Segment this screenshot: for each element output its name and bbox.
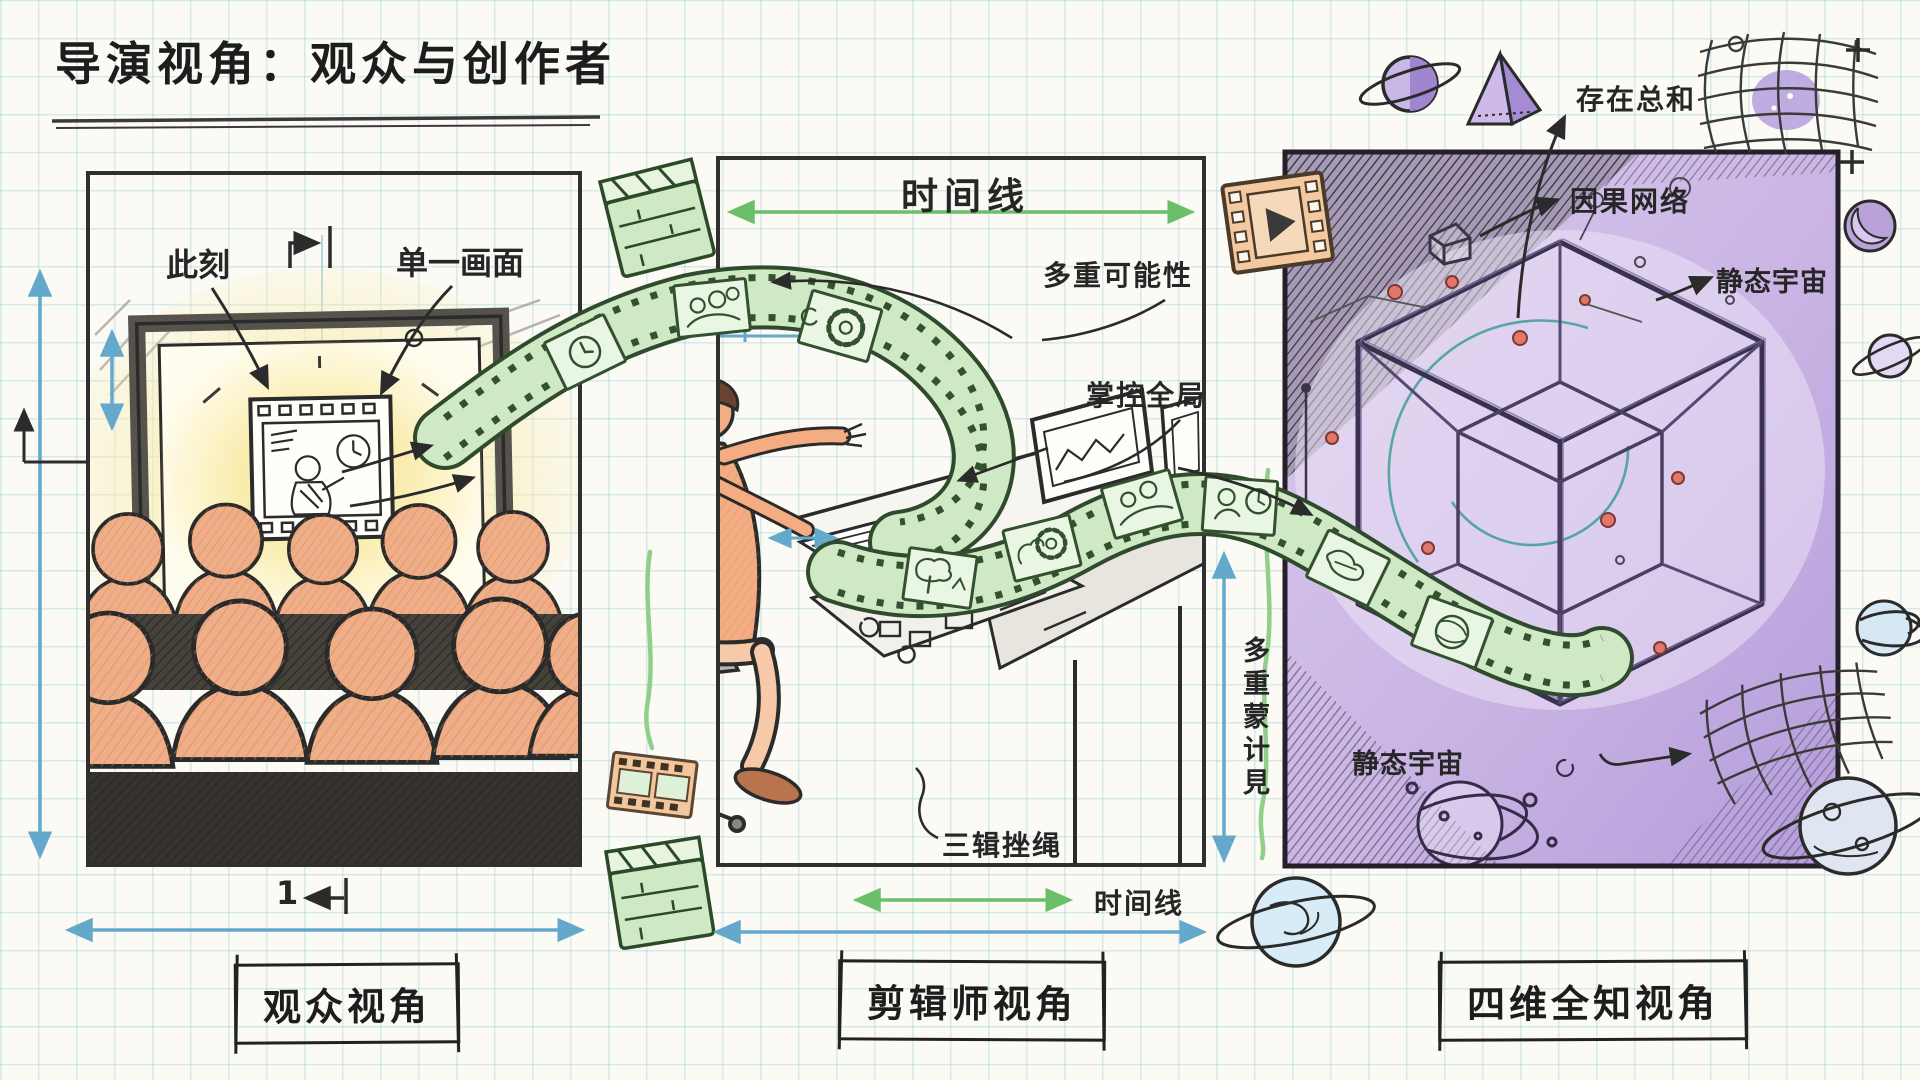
label-static-right: 静态宇宙: [1716, 267, 1828, 298]
planet-icon: [1761, 776, 1920, 876]
label-console: 三辑挫绳: [942, 829, 1063, 862]
label-now: 此刻: [166, 246, 231, 284]
frame-number: 1: [276, 874, 299, 912]
play-frame-icon: [1220, 170, 1335, 275]
editor-person: [718, 378, 867, 805]
caption-editor-view: 剪辑师视角: [837, 959, 1107, 1042]
audience-front-row: [43, 599, 650, 766]
page-title: 导演视角：观众与创作者: [55, 37, 616, 91]
cosmic-doodles: [1216, 31, 1920, 968]
monitor-screen: [1029, 387, 1155, 505]
label-timeline-top: 时间线: [901, 175, 1030, 218]
play-icon: [1265, 208, 1296, 242]
monitor-screen-right: [1160, 394, 1204, 497]
spacetime-grid-icon: [1699, 662, 1893, 805]
film-frame-icon: [606, 750, 699, 819]
film-frames: [543, 277, 1494, 669]
film-strip: [413, 265, 1634, 698]
label-sum: 存在总和: [1576, 83, 1697, 116]
return-mark-icon: [288, 226, 332, 268]
label-control: 掌控全局: [1086, 379, 1207, 412]
label-timeline-b: 时间线: [1094, 887, 1185, 920]
cube-icon: [1428, 222, 1472, 266]
audience-panel-border: [86, 171, 582, 867]
sphere-icon: [1855, 599, 1920, 657]
event-dots: [1301, 177, 1735, 655]
audience-panel: [43, 171, 650, 867]
editor-panel: [716, 156, 1206, 867]
green-squiggle: [1258, 467, 1272, 861]
label-vertical-montage: 多重蒙计見: [1238, 636, 1269, 801]
saturn-icon: [1851, 333, 1920, 379]
pyramid-icon: [1465, 48, 1543, 127]
caption-omniscient-view: 四维全知视角: [1437, 959, 1749, 1042]
moon-icon: [1843, 199, 1897, 253]
plus-marks: [1840, 38, 1870, 174]
green-squiggle: [644, 549, 655, 751]
label-single-frame: 单一画面: [396, 244, 525, 282]
saturn-icon: [1358, 55, 1462, 113]
label-static-left: 静态宇宙: [1352, 749, 1464, 780]
label-causal: 因果网络: [1570, 185, 1691, 218]
planet-icon: [1405, 758, 1575, 866]
caption-audience-view: 观众视角: [233, 962, 461, 1045]
frame-one-mark: [302, 878, 348, 914]
planet-icon: [1216, 876, 1376, 968]
gap-icons: [598, 157, 1335, 951]
label-possibilities: 多重可能性: [1043, 259, 1194, 292]
annotation-arrows: [13, 113, 1715, 945]
